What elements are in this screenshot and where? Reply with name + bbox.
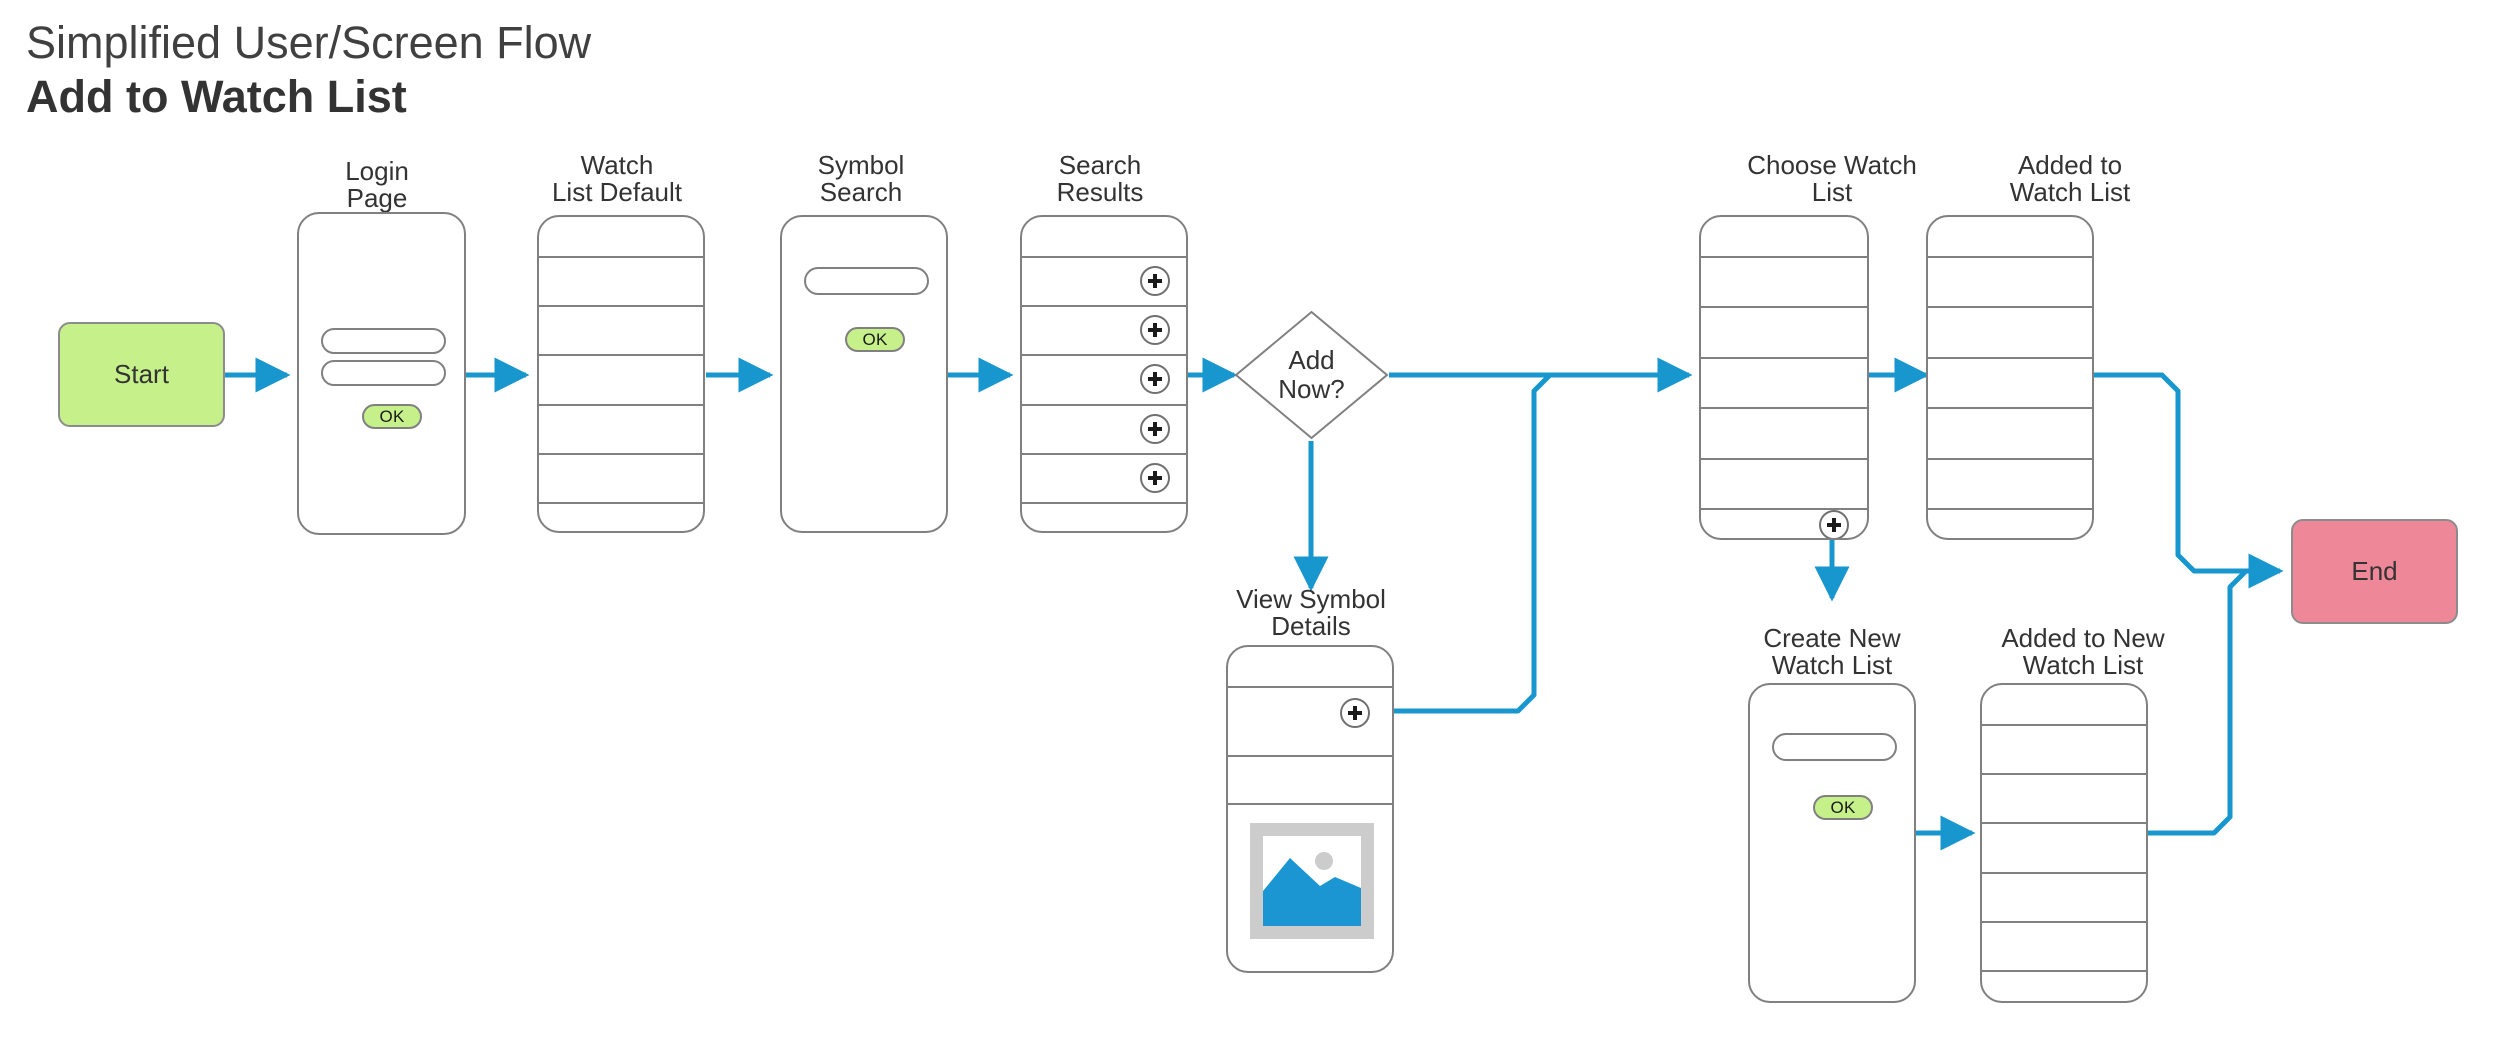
search-results-label: Search Results	[1056, 150, 1144, 207]
added-to-new-watch-list-screen[interactable]	[1980, 683, 2148, 1003]
symbol-search-input[interactable]	[804, 267, 929, 295]
added-to-new-watch-list-label: Added to New Watch List	[2001, 623, 2165, 680]
list-row-divider	[1928, 458, 2092, 460]
login-page-label: Login Page	[345, 156, 409, 213]
username-field[interactable]	[321, 328, 446, 354]
symbol-search-screen[interactable]: OK	[780, 215, 948, 533]
list-row-divider	[1928, 357, 2092, 359]
list-row-divider	[1701, 357, 1867, 359]
image-placeholder-icon	[1250, 823, 1374, 939]
login-ok-button[interactable]: OK	[362, 404, 422, 429]
add-symbol-plus-circle-icon[interactable]	[1140, 315, 1170, 345]
list-row-divider	[1701, 458, 1867, 460]
new-watchlist-name-input[interactable]	[1772, 733, 1897, 761]
symbol-search-label: Symbol Search	[817, 150, 905, 207]
symbol-search-ok-button[interactable]: OK	[845, 327, 905, 352]
login-page-screen[interactable]: OK	[297, 212, 466, 535]
list-row-divider	[1982, 921, 2146, 923]
list-row-divider	[1928, 508, 2092, 510]
list-row-divider	[1228, 803, 1392, 805]
create-new-watch-list-label: Create New Watch List	[1763, 623, 1901, 680]
list-row-divider	[539, 404, 703, 406]
start-node[interactable]: Start	[58, 322, 225, 427]
list-row-divider	[1982, 872, 2146, 874]
create-watchlist-ok-button[interactable]: OK	[1813, 795, 1873, 820]
choose-watch-list-screen[interactable]	[1699, 215, 1869, 540]
list-row-divider	[1701, 508, 1867, 510]
list-row-divider	[1022, 404, 1186, 406]
watch-list-default-screen[interactable]	[537, 215, 705, 533]
list-row-divider	[1982, 724, 2146, 726]
chart-thumbnail-art	[1263, 852, 1361, 926]
password-field[interactable]	[321, 360, 446, 386]
add-symbol-plus-circle-icon[interactable]	[1140, 364, 1170, 394]
add-symbol-plus-circle-icon[interactable]	[1140, 266, 1170, 296]
list-row-divider	[1928, 256, 2092, 258]
list-row-divider	[1228, 755, 1392, 757]
create-new-watch-list-screen[interactable]: OK	[1748, 683, 1916, 1003]
list-row-divider	[539, 354, 703, 356]
list-row-divider	[1022, 256, 1186, 258]
search-results-screen[interactable]	[1020, 215, 1188, 533]
connector-details-to-choose	[1376, 372, 1680, 714]
list-row-divider	[1022, 502, 1186, 504]
diagram-subtitle: Simplified User/Screen Flow	[26, 17, 592, 68]
create-watchlist-plus-circle-icon[interactable]	[1819, 510, 1849, 538]
list-row-divider	[1701, 407, 1867, 409]
decision-diamond-shape	[1234, 310, 1389, 440]
decision-label: Add Now?	[1278, 345, 1345, 404]
add-symbol-plus-circle-icon[interactable]	[1140, 463, 1170, 493]
added-to-watch-list-screen[interactable]	[1926, 215, 2094, 540]
list-row-divider	[1982, 970, 2146, 972]
list-row-divider	[1228, 686, 1392, 688]
end-node-label: End	[2351, 556, 2398, 586]
list-row-divider	[1022, 453, 1186, 455]
choose-watch-list-label: Choose Watch List	[1747, 150, 1917, 207]
start-node-label: Start	[114, 359, 169, 389]
connector-added-to-end	[2094, 372, 2284, 589]
diagram-title: Add to Watch List	[26, 71, 407, 122]
view-symbol-details-screen[interactable]	[1226, 645, 1394, 973]
view-symbol-details-label: View Symbol Details	[1236, 584, 1386, 641]
list-row-divider	[1982, 773, 2146, 775]
add-symbol-plus-circle-icon[interactable]	[1140, 414, 1170, 444]
list-row-divider	[1022, 305, 1186, 307]
added-to-watch-list-label: Added to Watch List	[2009, 150, 2131, 207]
list-row-divider	[1701, 256, 1867, 258]
add-now-decision[interactable]: Add Now?	[1234, 310, 1389, 440]
page-title: Simplified User/Screen Flow Add to Watch…	[26, 16, 591, 124]
list-row-divider	[1928, 407, 2092, 409]
list-row-divider	[1022, 354, 1186, 356]
list-row-divider	[1982, 822, 2146, 824]
watch-list-default-label: Watch List Default	[551, 150, 683, 207]
list-row-divider	[539, 305, 703, 307]
connector-addednew-to-end	[2148, 568, 2280, 836]
list-row-divider	[539, 453, 703, 455]
list-row-divider	[539, 256, 703, 258]
list-row-divider	[1928, 306, 2092, 308]
add-to-watchlist-plus-circle-icon[interactable]	[1340, 698, 1370, 728]
end-node[interactable]: End	[2291, 519, 2458, 624]
list-row-divider	[539, 502, 703, 504]
list-row-divider	[1701, 306, 1867, 308]
